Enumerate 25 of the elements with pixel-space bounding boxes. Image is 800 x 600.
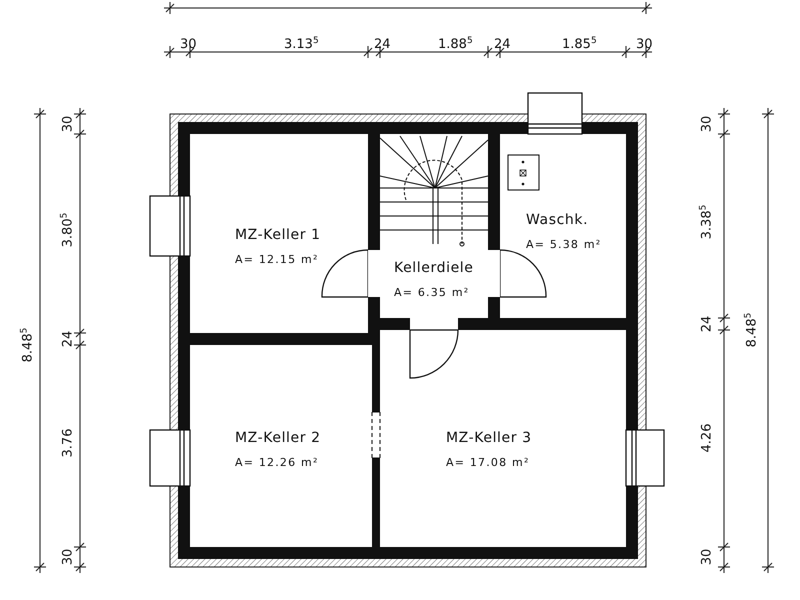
dimension-text: 30 bbox=[180, 38, 197, 51]
room-area: A= 12.15 m² bbox=[235, 253, 319, 266]
dimension-text: 1.85$^{5}$ bbox=[562, 38, 597, 51]
room-name: Kellerdiele bbox=[394, 260, 474, 276]
dimension-text: 4.26 bbox=[700, 424, 714, 452]
dimension-text: 30 bbox=[700, 548, 714, 566]
room-area: A= 17.08 m² bbox=[446, 456, 530, 469]
dimension-text: 3.76 bbox=[62, 428, 74, 458]
room-name: MZ-Keller 3 bbox=[446, 430, 532, 446]
dimension-text: 24 bbox=[374, 38, 391, 51]
room-area: A= 12.26 m² bbox=[235, 456, 319, 469]
dimension-text: 24 bbox=[62, 330, 74, 348]
room-name: Waschk. bbox=[526, 212, 588, 228]
room-name: MZ-Keller 1 bbox=[235, 227, 321, 243]
room-area: A= 6.35 m² bbox=[394, 286, 470, 299]
room-area: A= 5.38 m² bbox=[526, 238, 602, 251]
dimension-text: 24 bbox=[494, 38, 511, 51]
dimension-text: 30 bbox=[636, 38, 653, 51]
dimension-text: 30 bbox=[700, 116, 714, 132]
room-name: MZ-Keller 2 bbox=[235, 430, 321, 446]
dimension-text: 1.88$^{5}$ bbox=[438, 38, 473, 51]
dimension-text: 30 bbox=[62, 116, 74, 132]
dimension-text: 3.13$^{5}$ bbox=[284, 38, 319, 51]
dimension-text: 30 bbox=[62, 548, 74, 566]
dimension-text: 24 bbox=[700, 316, 714, 332]
